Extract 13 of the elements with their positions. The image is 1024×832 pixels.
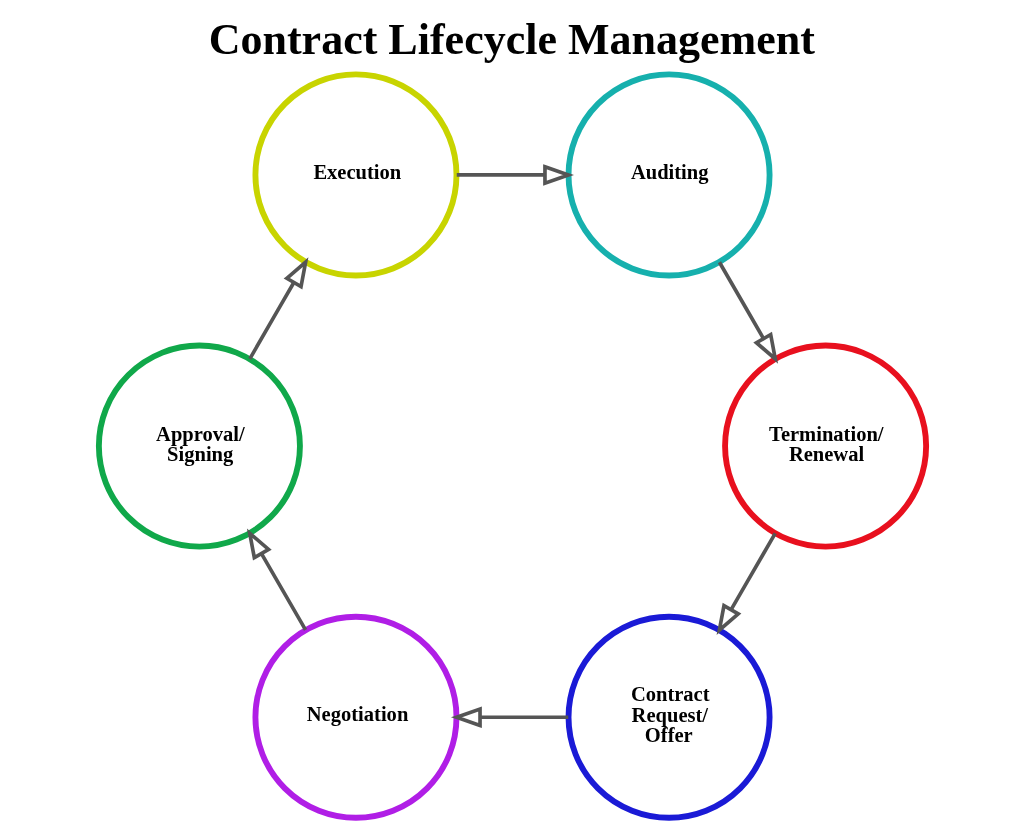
node-circle: Approval/ Signing: [95, 342, 303, 550]
arrow: [247, 257, 308, 360]
node-circle: Auditing: [565, 71, 773, 279]
node-circle: Contract Request/ Offer: [565, 613, 773, 821]
arrow: [456, 164, 574, 186]
node-circle: Termination/ Renewal: [721, 342, 929, 550]
diagram-title: Contract Lifecycle Management: [208, 14, 815, 64]
node-circle: Execution: [252, 71, 459, 279]
arrow: [246, 528, 307, 631]
arrow: [716, 532, 777, 635]
arrow: [450, 706, 568, 729]
arrow: [717, 261, 778, 364]
node-circle: Negotiation: [252, 613, 459, 821]
